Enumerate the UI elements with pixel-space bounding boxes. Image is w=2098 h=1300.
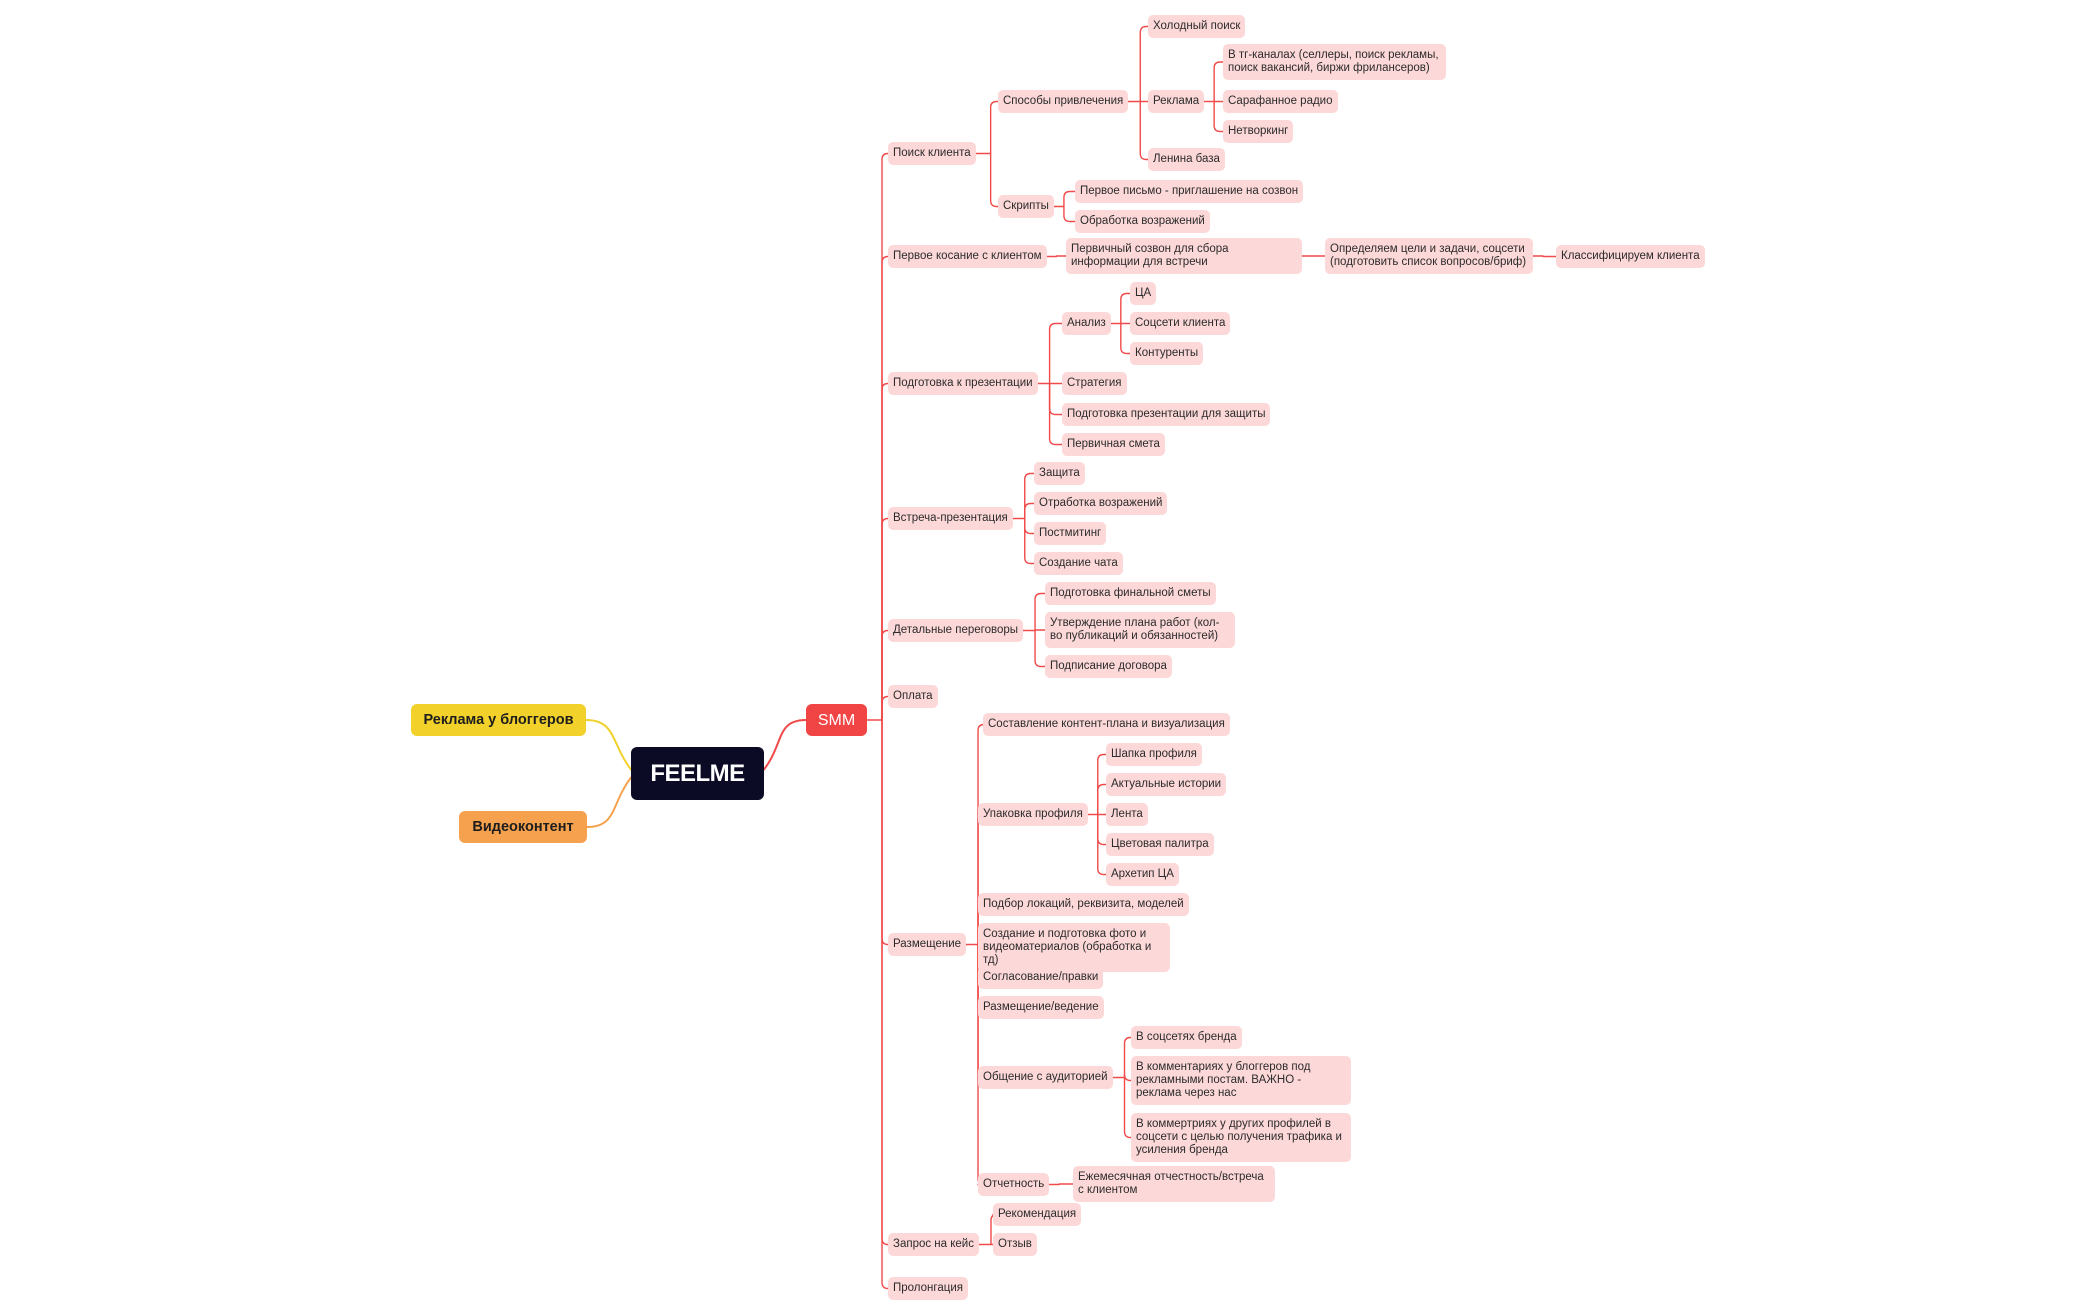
central-topic[interactable]: FEELME bbox=[631, 747, 764, 800]
connector-line bbox=[1024, 517, 1035, 565]
connector-line bbox=[881, 255, 889, 721]
node-acquisition-methods[interactable]: Способы привлечения bbox=[998, 90, 1129, 113]
node-first-touch[interactable]: Первое косание с клиентом bbox=[888, 245, 1047, 268]
node-reporting[interactable]: Отчетность bbox=[978, 1173, 1050, 1196]
connector-line bbox=[881, 695, 889, 721]
connector-line bbox=[1024, 502, 1035, 520]
node-target-audience[interactable]: ЦА bbox=[1130, 282, 1157, 305]
node-feed[interactable]: Лента bbox=[1106, 803, 1148, 826]
node-photo-video[interactable]: Создание и подготовка фото и видеоматери… bbox=[978, 923, 1170, 972]
node-tg-channels[interactable]: В тг-каналах (селлеры, поиск рекламы, по… bbox=[1223, 44, 1446, 80]
node-handle-objections[interactable]: Обработка возражений bbox=[1075, 210, 1210, 233]
node-objection-work[interactable]: Отработка возражений bbox=[1034, 492, 1168, 515]
node-blogger-comments[interactable]: В комментариях у блоггеров под рекламным… bbox=[1131, 1056, 1351, 1105]
node-goals-tasks[interactable]: Определяем цели и задачи, соцсети (подго… bbox=[1325, 238, 1533, 274]
connector-line bbox=[1139, 100, 1149, 161]
connector-line bbox=[1213, 61, 1224, 103]
node-posting[interactable]: Размещение/ведение bbox=[978, 996, 1104, 1019]
connector-line bbox=[1048, 322, 1063, 385]
connector-line bbox=[881, 719, 889, 1290]
connector-line bbox=[1120, 322, 1131, 355]
node-sign-contract[interactable]: Подписание договора bbox=[1045, 655, 1172, 678]
node-presentation-prep[interactable]: Подготовка к презентации bbox=[888, 372, 1038, 395]
node-classify-client[interactable]: Классифицируем клиента bbox=[1556, 245, 1705, 268]
node-locations[interactable]: Подбор локаций, реквизита, моделей bbox=[978, 893, 1189, 916]
node-word-of-mouth[interactable]: Сарафанное радио bbox=[1223, 90, 1338, 113]
connector-line bbox=[1034, 629, 1046, 668]
connector-line bbox=[1213, 100, 1224, 133]
node-approve-plan[interactable]: Утверждение плана работ (кол-во публикац… bbox=[1045, 612, 1235, 648]
node-final-estimate[interactable]: Подготовка финальной сметы bbox=[1045, 582, 1216, 605]
connector-line bbox=[881, 382, 889, 721]
node-initial-estimate[interactable]: Первичная смета bbox=[1062, 433, 1165, 456]
node-highlights[interactable]: Актуальные истории bbox=[1106, 773, 1227, 796]
node-advertising[interactable]: Реклама bbox=[1148, 90, 1205, 113]
node-case-request[interactable]: Запрос на кейс bbox=[888, 1233, 979, 1256]
connector-line bbox=[1123, 1074, 1132, 1082]
connector-line bbox=[1123, 1036, 1132, 1079]
node-content-plan[interactable]: Составление контент-плана и визуализация bbox=[983, 713, 1230, 736]
node-scripts[interactable]: Скрипты bbox=[998, 195, 1054, 218]
node-payment[interactable]: Оплата bbox=[888, 685, 938, 708]
node-monthly-report[interactable]: Ежемесячная отчестность/встреча с клиент… bbox=[1073, 1166, 1275, 1202]
connector-line bbox=[881, 517, 889, 721]
connector-line bbox=[1034, 592, 1046, 632]
connector-line bbox=[1063, 205, 1076, 223]
connector-line bbox=[586, 776, 632, 828]
node-analysis[interactable]: Анализ bbox=[1062, 312, 1111, 335]
node-brand-socials[interactable]: В соцсетях бренда bbox=[1131, 1026, 1242, 1049]
connector-line bbox=[1097, 813, 1107, 846]
node-postmeeting[interactable]: Постмитинг bbox=[1034, 522, 1107, 545]
branch-blogger-ads[interactable]: Реклама у блоггеров bbox=[411, 704, 586, 736]
node-cold-search[interactable]: Холодный поиск bbox=[1148, 15, 1246, 38]
connector-line bbox=[1123, 1076, 1132, 1139]
node-placement[interactable]: Размещение bbox=[888, 933, 967, 956]
node-detailed-negotiation[interactable]: Детальные переговоры bbox=[888, 619, 1024, 642]
connector-line bbox=[1063, 190, 1076, 208]
connector-line bbox=[881, 152, 889, 721]
node-strategy[interactable]: Стратегия bbox=[1062, 372, 1127, 395]
connector-line bbox=[989, 152, 999, 208]
connector-line bbox=[585, 719, 632, 771]
node-lena-base[interactable]: Ленина база bbox=[1148, 148, 1225, 171]
node-approval[interactable]: Согласование/правки bbox=[978, 966, 1104, 989]
connector-line bbox=[1024, 517, 1035, 535]
node-profile-packaging[interactable]: Упаковка профиля bbox=[978, 803, 1088, 826]
connector-line bbox=[1048, 382, 1063, 446]
connector-line bbox=[881, 719, 889, 946]
node-create-chat[interactable]: Создание чата bbox=[1034, 552, 1123, 575]
node-other-profiles-comments[interactable]: В коммертриях у других профилей в соцсет… bbox=[1131, 1113, 1351, 1162]
connector-line bbox=[1097, 813, 1107, 876]
connector-line bbox=[881, 629, 889, 721]
node-client-socials[interactable]: Соцсети клиента bbox=[1130, 312, 1231, 335]
node-client-search[interactable]: Поиск клиента bbox=[888, 142, 976, 165]
connector-line bbox=[763, 719, 807, 771]
connector-line bbox=[881, 719, 889, 1246]
node-competitors[interactable]: Контуренты bbox=[1130, 342, 1204, 365]
connector-line bbox=[1097, 753, 1107, 816]
node-profile-header[interactable]: Шапка профиля bbox=[1106, 743, 1202, 766]
connector-line bbox=[1048, 382, 1063, 416]
node-defense[interactable]: Защита bbox=[1034, 462, 1085, 485]
node-first-letter[interactable]: Первое письмо - приглашение на созвон bbox=[1075, 180, 1304, 203]
branch-video-content[interactable]: Видеоконтент bbox=[459, 811, 587, 843]
node-meeting-presentation[interactable]: Встреча-презентация bbox=[888, 507, 1013, 530]
connector-line bbox=[1120, 292, 1131, 325]
node-first-call[interactable]: Первичный созвон для сбора информации дл… bbox=[1066, 238, 1302, 274]
node-prolongation[interactable]: Пролонгация bbox=[888, 1277, 968, 1300]
connector-line bbox=[1097, 783, 1107, 816]
connector-line bbox=[989, 100, 999, 155]
node-review[interactable]: Отзыв bbox=[993, 1233, 1037, 1256]
node-ta-archetype[interactable]: Архетип ЦА bbox=[1106, 863, 1179, 886]
node-networking[interactable]: Нетворкинг bbox=[1223, 120, 1294, 143]
node-color-palette[interactable]: Цветовая палитра bbox=[1106, 833, 1214, 856]
node-recommendation[interactable]: Рекомендация bbox=[993, 1203, 1082, 1226]
connector-line bbox=[1139, 25, 1149, 103]
branch-smm[interactable]: SMM bbox=[806, 704, 867, 736]
node-audience-communication[interactable]: Общение с аудиторией bbox=[978, 1066, 1113, 1089]
node-presentation-defense[interactable]: Подготовка презентации для защиты bbox=[1062, 403, 1271, 426]
connector-line bbox=[1024, 472, 1035, 520]
